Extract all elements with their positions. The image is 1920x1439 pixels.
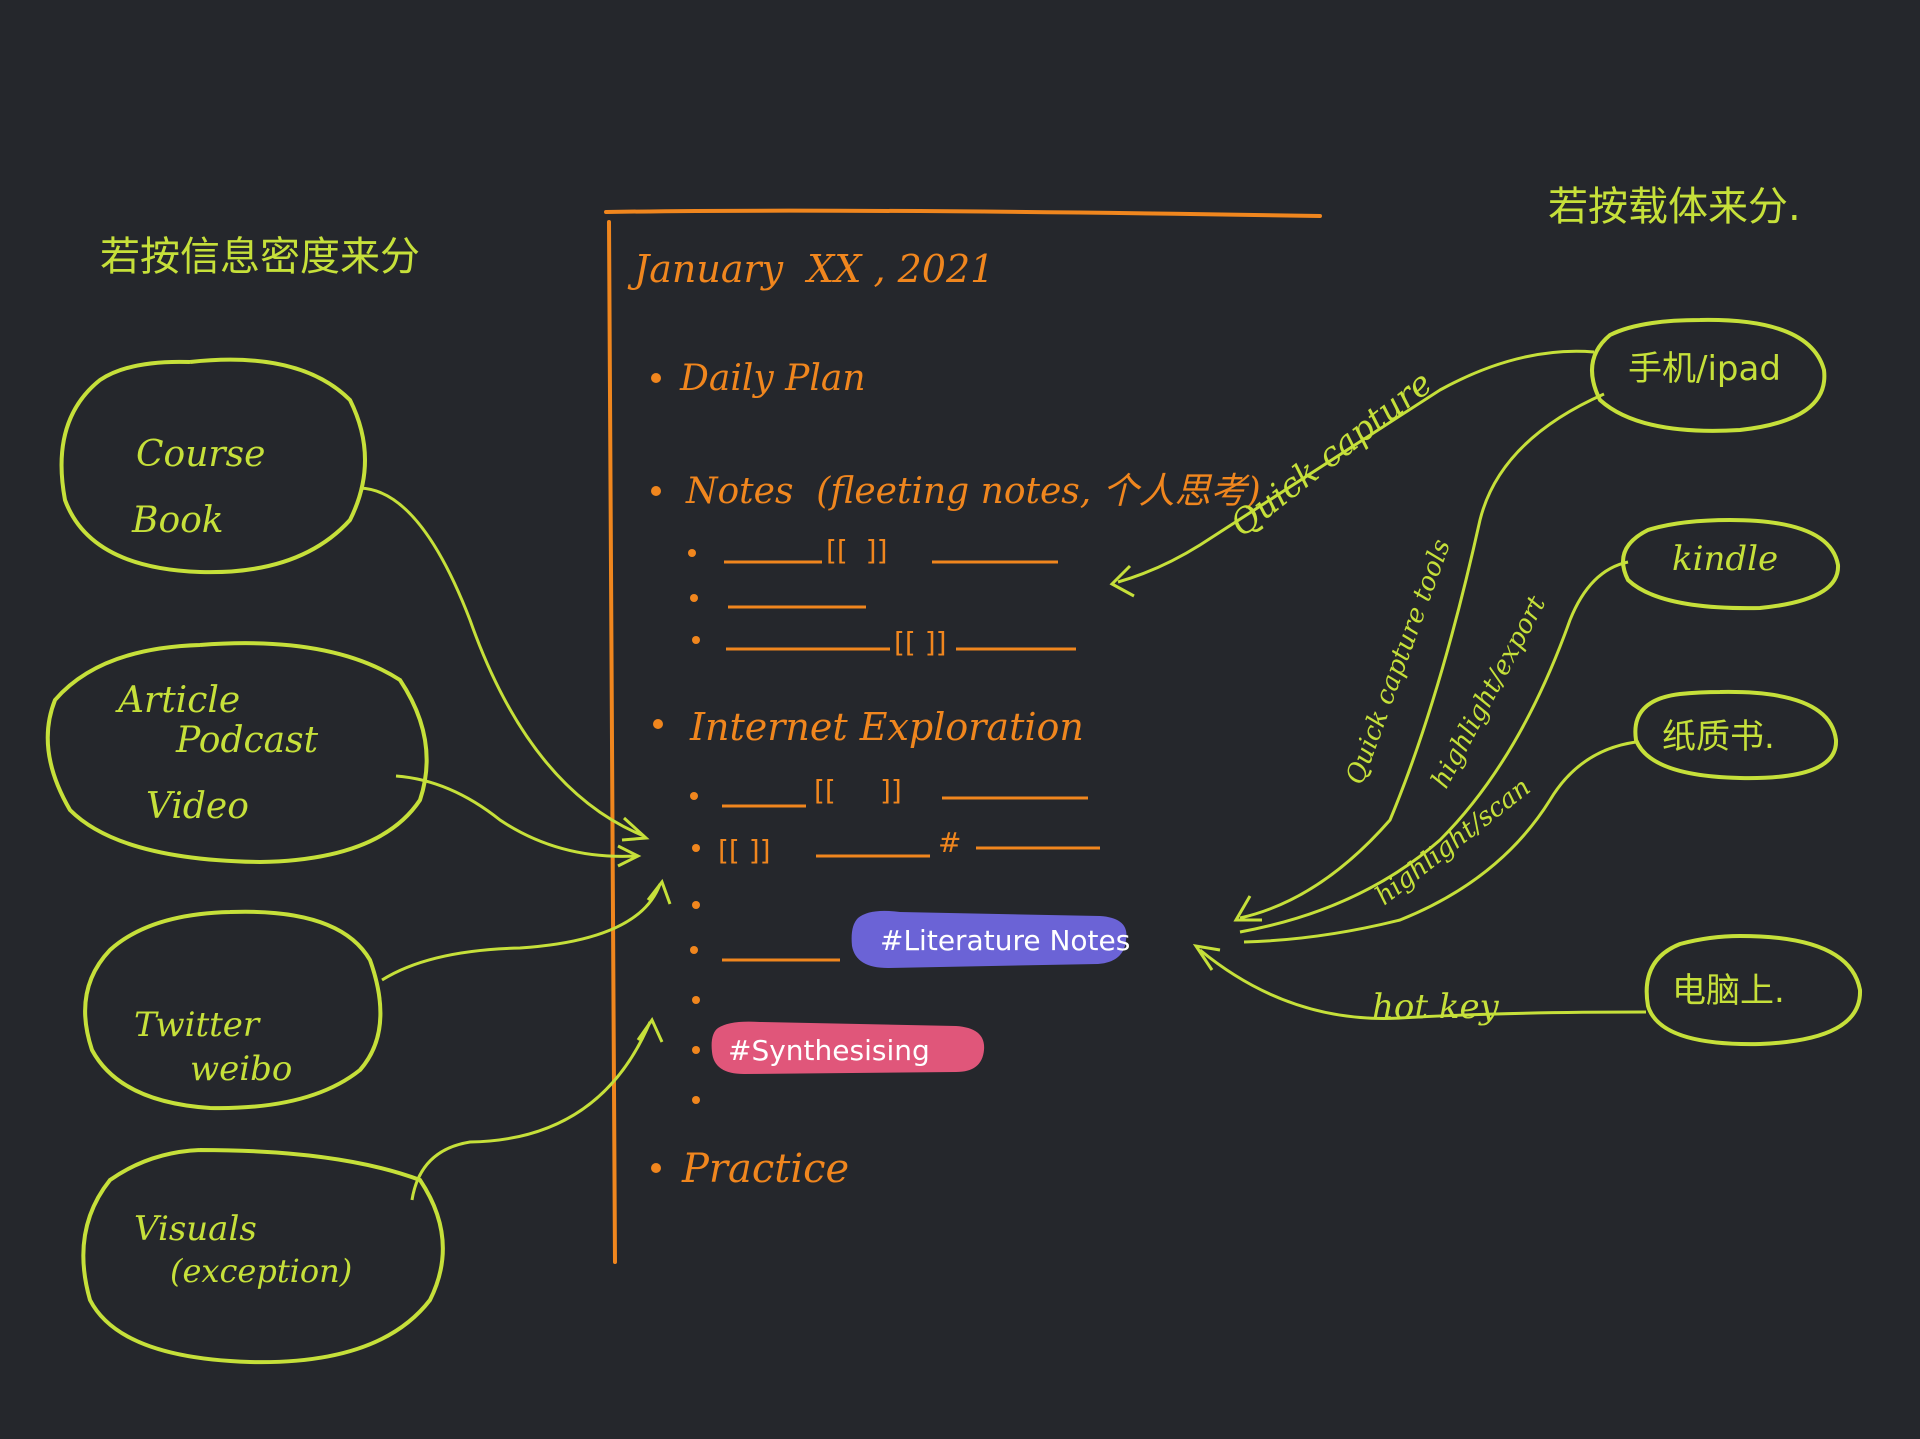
label-highlight-export: highlight/export <box>1426 591 1553 794</box>
bullet-literature <box>690 946 698 954</box>
carrier-paper-book: 纸质书. <box>1662 717 1775 757</box>
bullet-note-2 <box>690 594 698 602</box>
bullet-note-1 <box>688 549 696 557</box>
bullet-empty <box>692 1096 700 1104</box>
bullet-empty <box>692 901 700 909</box>
page-top-border <box>604 208 1322 218</box>
section-practice: Practice <box>681 1146 849 1192</box>
arrowhead <box>621 816 650 842</box>
arrow-computer-to-literature <box>1199 948 1647 1020</box>
arrow-visuals-to-page <box>410 1021 652 1201</box>
bullet-internet-1 <box>690 792 698 800</box>
bubble-twitter-weibo <box>83 909 383 1111</box>
section-internet: Internet Exploration <box>689 705 1084 749</box>
carrier-kindle: kindle <box>1672 539 1778 579</box>
bubble-course-book <box>59 357 367 575</box>
arrowhead <box>617 844 642 868</box>
carrier-computer: 电脑上. <box>1672 971 1785 1011</box>
bubble-computer <box>1644 934 1863 1047</box>
source-book: Book <box>131 500 224 541</box>
label-quick-capture-tools: Quick capture tools <box>1340 535 1457 788</box>
arrowhead <box>1192 943 1221 971</box>
arrow-phone-to-literature <box>1239 392 1605 920</box>
arrowhead <box>1109 564 1135 598</box>
page-date: January XX , 2021 <box>627 247 994 291</box>
synthesising-tag: #Synthesising <box>728 1034 930 1067</box>
source-weibo: weibo <box>190 1049 292 1089</box>
synthesising-highlight <box>711 1021 985 1074</box>
bullet-empty <box>692 996 700 1004</box>
bubble-article-podcast-video <box>45 641 429 865</box>
arrow-paper-to-literature <box>1243 740 1637 944</box>
source-exception: (exception) <box>170 1252 352 1290</box>
carrier-phone-ipad: 手机/ipad <box>1628 349 1781 389</box>
bubble-phone-ipad <box>1590 317 1827 433</box>
bullet-internet <box>653 719 663 729</box>
bubble-paper-book <box>1633 689 1839 781</box>
bullet-notes <box>651 486 661 496</box>
arrow-course-to-page <box>359 486 645 838</box>
source-article: Article <box>115 680 240 721</box>
bullet-daily-plan <box>651 373 661 383</box>
literature-notes-highlight <box>851 910 1127 968</box>
bullet-practice <box>651 1163 661 1173</box>
source-video: Video <box>146 786 249 827</box>
section-daily-plan: Daily Plan <box>679 358 866 399</box>
internet-2-hash: # <box>938 826 961 859</box>
page-left-border <box>607 220 617 1264</box>
source-visuals: Visuals <box>134 1209 257 1249</box>
arrow-kindle-to-literature <box>1239 560 1629 934</box>
internet-1-open-bracket: [[ <box>814 774 836 807</box>
arrow-article-to-page <box>395 774 637 858</box>
literature-notes-tag: #Literature Notes <box>880 924 1130 957</box>
arrowhead <box>636 1016 664 1043</box>
internet-2-brackets: [[ ]] <box>718 834 771 867</box>
note-3-brackets: [[ ]] <box>894 626 947 659</box>
bullet-synthesising <box>692 1046 700 1054</box>
source-twitter: Twitter <box>134 1005 261 1045</box>
arrow-twitter-to-page <box>381 883 662 982</box>
label-hot-key: hot key <box>1372 987 1500 1027</box>
note-1-brackets: [[ ]] <box>826 534 888 567</box>
bubble-kindle <box>1621 518 1841 611</box>
source-podcast: Podcast <box>175 720 319 761</box>
right-heading: 若按载体来分. <box>1548 184 1801 230</box>
label-highlight-scan: highlight/scan <box>1370 772 1536 911</box>
bullet-internet-2 <box>692 844 700 852</box>
bubble-visuals <box>81 1148 445 1365</box>
arrowhead <box>1233 895 1262 922</box>
arrowhead <box>646 878 672 905</box>
section-notes: Notes (fleeting notes, 个人思考) <box>685 471 1261 512</box>
left-heading: 若按信息密度来分 <box>100 234 420 280</box>
internet-1-close-bracket: ]] <box>880 774 902 807</box>
label-quick-capture: Quick capture <box>1223 363 1440 545</box>
arrow-phone-quick-capture <box>1117 349 1595 584</box>
bullet-note-3 <box>692 636 700 644</box>
source-course: Course <box>136 434 265 475</box>
